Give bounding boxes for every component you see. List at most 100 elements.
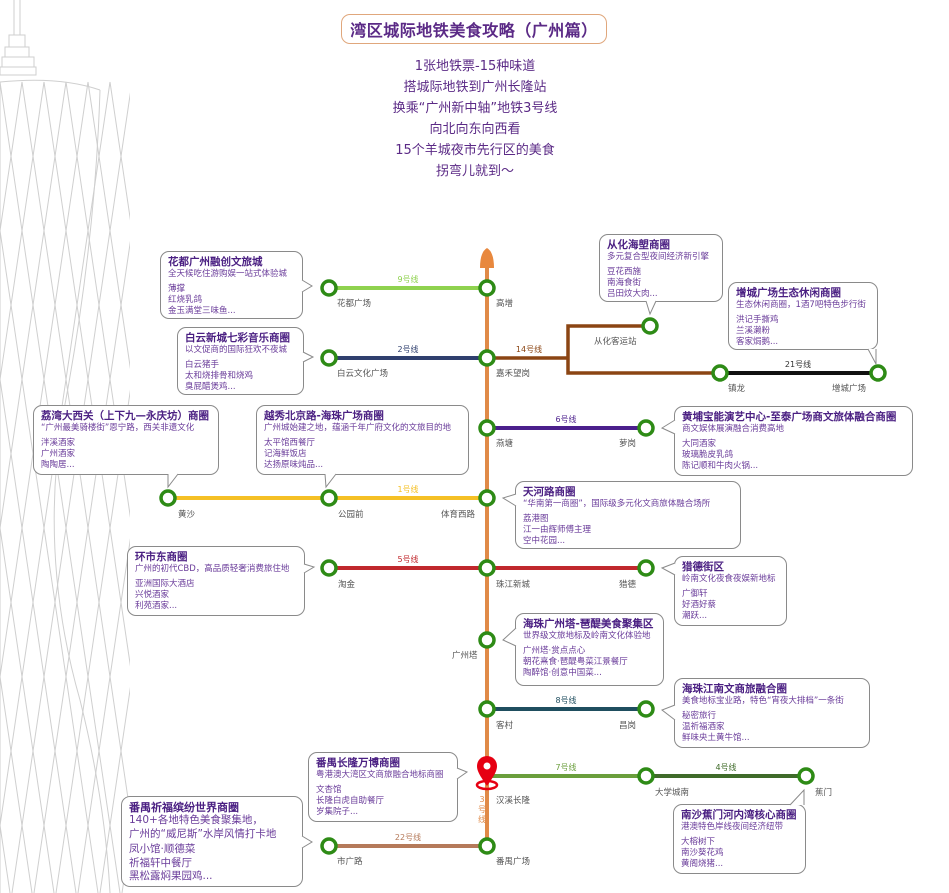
station-zhenlong <box>711 364 729 382</box>
callout-item: 广御轩 <box>682 589 708 599</box>
callout-item: 南海食街 <box>607 278 642 288</box>
station-label-liede: 猎德 <box>619 580 637 590</box>
callout-huanshi: 环市东商圈 广州的初代CBD，高品质轻奢消费旅住地 亚洲国际大酒店 兴悦酒家 利… <box>127 546 305 616</box>
line-22-label: 22号线 <box>394 833 422 842</box>
callout-liede: 猎德街区 岭南文化夜食夜娱新地标 广御轩 好酒好蔡 潮跃... <box>674 556 787 626</box>
callout-item: 大榕树下 <box>681 837 716 847</box>
callout-subtitle: 世界级文旅地标及岭南文化体验地 <box>523 631 651 641</box>
station-yantang <box>478 419 496 437</box>
station-label-conghua-keyunzhan: 从化客运站 <box>594 337 637 347</box>
callout-huangpu: 黄埔宝能演艺中心-至泰广场商文旅体融合商圈 商文娱体展演融合消费高地 大同酒家 … <box>674 406 913 476</box>
station-jiahe-wanggang <box>478 349 496 367</box>
callout-item: 豆花西施 <box>607 267 642 277</box>
callout-subtitle: 生态休闲商圈，1酒7吧特色步行街 <box>736 300 866 310</box>
callout-subtitle: 港澳特色岸线夜间经济纽带 <box>681 822 784 832</box>
callout-subtitle: 美食地标宝业路，特色“宵夜大排档”一条街 <box>682 696 844 706</box>
callout-subtitle: 广州城始建之地，蕴涵千年广府文化的文旅目的地 <box>264 423 452 433</box>
callout-item: 南沙葵花鸡 <box>681 848 724 858</box>
callout-subtitle: 广州的“威尼斯”水岸风情打卡地 <box>129 827 277 840</box>
callout-title: 海珠江南文商旅融合圈 <box>682 683 787 695</box>
callout-title: 猎德街区 <box>682 561 724 573</box>
intro-line: 向北向东向西看 <box>429 122 521 137</box>
station-label-zengcheng-guangchang: 增城广场 <box>832 384 867 394</box>
page-title: 湾区城际地铁美食攻略（广州篇） <box>341 14 607 44</box>
callout-item: 记海鲜饭店 <box>264 449 307 459</box>
callout-item: 臭屁醋煲鸡... <box>185 382 236 392</box>
station-changgang <box>637 700 655 718</box>
station-label-jiahe-wanggang: 嘉禾望岗 <box>496 369 531 379</box>
callout-subtitle: 多元复合型夜间经济新引擎 <box>607 252 710 262</box>
station-label-guangzhou-ta: 广州塔 <box>452 651 478 661</box>
station-label-changgang: 昌岗 <box>619 721 637 731</box>
station-daxuecheng-nan <box>637 767 655 785</box>
callout-panyu-qifu: 番禺祈福缤纷世界商圈 140+各地特色美食聚集地， 广州的“威尼斯”水岸风情打卡… <box>121 796 303 887</box>
station-label-yantang: 燕塘 <box>496 439 514 449</box>
line-7-label: 7号线 <box>555 763 577 772</box>
station-label-kecun: 客村 <box>496 721 514 731</box>
station-tiyu-xilu <box>478 489 496 507</box>
line-9-label: 9号线 <box>397 275 419 284</box>
line-2-label: 2号线 <box>397 345 419 354</box>
callout-item: 潮跃... <box>682 611 708 621</box>
callout-item: 太和烧排骨和烧鸡 <box>185 371 254 381</box>
callout-item: 鲜味央土黄牛馆... <box>682 733 750 743</box>
station-gaozeng <box>478 279 496 297</box>
callout-title: 从化海塱商圈 <box>607 239 670 251</box>
station-label-panyu-guangchang: 番禺广场 <box>496 857 531 867</box>
callout-item: 文杏馆 <box>316 785 342 795</box>
callout-title: 越秀北京路-海珠广场商圈 <box>264 410 384 422</box>
callout-item: 江一由辉师傅主理 <box>523 525 592 535</box>
intro-line: 15个羊城夜市先行区的美食 <box>395 143 555 158</box>
intro-line: 换乘“广州新中轴”地铁3号线 <box>392 101 558 116</box>
callout-subtitle: 广州的初代CBD，高品质轻奢消费旅住地 <box>135 564 290 574</box>
callout-haizhu-jn: 海珠江南文商旅融合圈 美食地标宝业路，特色“宵夜大排档”一条街 秘密旅行 温祈福… <box>674 678 870 748</box>
station-label-gongyuanqian: 公园前 <box>338 510 364 520</box>
callout-item: 凤小馆·顺德菜 <box>129 843 196 855</box>
callout-zengcheng: 增城广场生态休闲商圈 生态休闲商圈，1酒7吧特色步行街 洪记手撕鸡 兰溪濑粉 客… <box>728 282 878 350</box>
callout-title: 海珠广州塔-琶醍美食聚集区 <box>523 618 654 630</box>
station-huadu-guangchang <box>320 279 338 297</box>
callout-title: 花都广州融创文旅城 <box>168 256 263 268</box>
callout-subtitle: 以文促商的国际狂欢不夜城 <box>185 345 288 355</box>
station-label-taojin: 淘金 <box>338 580 356 590</box>
callout-baiyun: 白云新城七彩音乐商圈 以文促商的国际狂欢不夜城 白云猪手 太和烧排骨和烧鸡 臭屁… <box>177 327 304 395</box>
callout-title: 增城广场生态休闲商圈 <box>736 287 841 299</box>
station-conghua-keyunzhan <box>641 317 659 335</box>
callout-item: 朝花熹食·琶醍粤菜江景餐厅 <box>523 657 628 667</box>
line-21-label: 21号线 <box>784 360 812 369</box>
callout-huadu: 花都广州融创文旅城 全天候吃住游购娱一站式体验城 薄撑 红烧乳鸽 金玉满堂三味鱼… <box>160 251 303 319</box>
station-baiyun-wenhua-guangchang <box>320 349 338 367</box>
page-title-text: 湾区城际地铁美食攻略（广州篇） <box>350 21 598 40</box>
station-liede <box>637 559 655 577</box>
line-3-arrow-icon <box>480 248 494 268</box>
intro-text: 1张地铁票-15种味道 搭城际地铁到广州长隆站 换乘“广州新中轴”地铁3号线 向… <box>330 56 620 182</box>
callout-item: 黑松露焖果园鸡... <box>129 870 213 882</box>
intro-line: 搭城际地铁到广州长隆站 <box>403 80 547 95</box>
callout-item: 白云猪手 <box>185 360 220 370</box>
callout-item: 利苑酒家... <box>135 601 178 611</box>
callout-item: 洪记手撕鸡 <box>736 315 779 325</box>
station-label-huadu-guangchang: 花都广场 <box>337 299 372 309</box>
callout-subtitle: “广州最美骑楼街”恩宁路，西关非遗文化 <box>41 423 195 433</box>
callout-liwan: 荔湾大西关（上下九—永庆坊）商圈 “广州最美骑楼街”恩宁路，西关非遗文化 泮溪酒… <box>33 405 219 475</box>
callout-nansha: 南沙蕉门河内湾核心商圈 港澳特色岸线夜间经济纽带 大榕树下 南沙葵花鸡 黄阁烧猪… <box>673 804 806 874</box>
intro-line: 拐弯儿就到～ <box>435 164 514 179</box>
callout-item: 大同酒家 <box>682 439 717 449</box>
station-shiguanglu <box>320 837 338 855</box>
callout-item: 荔港图 <box>523 514 549 524</box>
callout-item: 广州酒家 <box>41 449 76 459</box>
location-pin-icon <box>475 756 499 791</box>
station-zhujiang-xincheng <box>478 559 496 577</box>
callout-item: 兴悦酒家 <box>135 590 170 600</box>
callout-item: 广州塔·赏点点心 <box>523 646 586 656</box>
callout-subtitle: 粤港澳大湾区文商旅融合地标商圈 <box>316 770 444 780</box>
callout-item: 薄撑 <box>168 284 186 294</box>
callout-title: 白云新城七彩音乐商圈 <box>185 332 290 344</box>
line-14-label: 14号线 <box>515 345 543 354</box>
callout-title: 番禺长隆万博商圈 <box>316 757 400 769</box>
callout-item: 岁集院子... <box>316 807 359 817</box>
station-kecun <box>478 700 496 718</box>
station-label-gaozeng: 高增 <box>496 299 514 309</box>
callout-item: 太平馆西餐厅 <box>264 438 316 448</box>
